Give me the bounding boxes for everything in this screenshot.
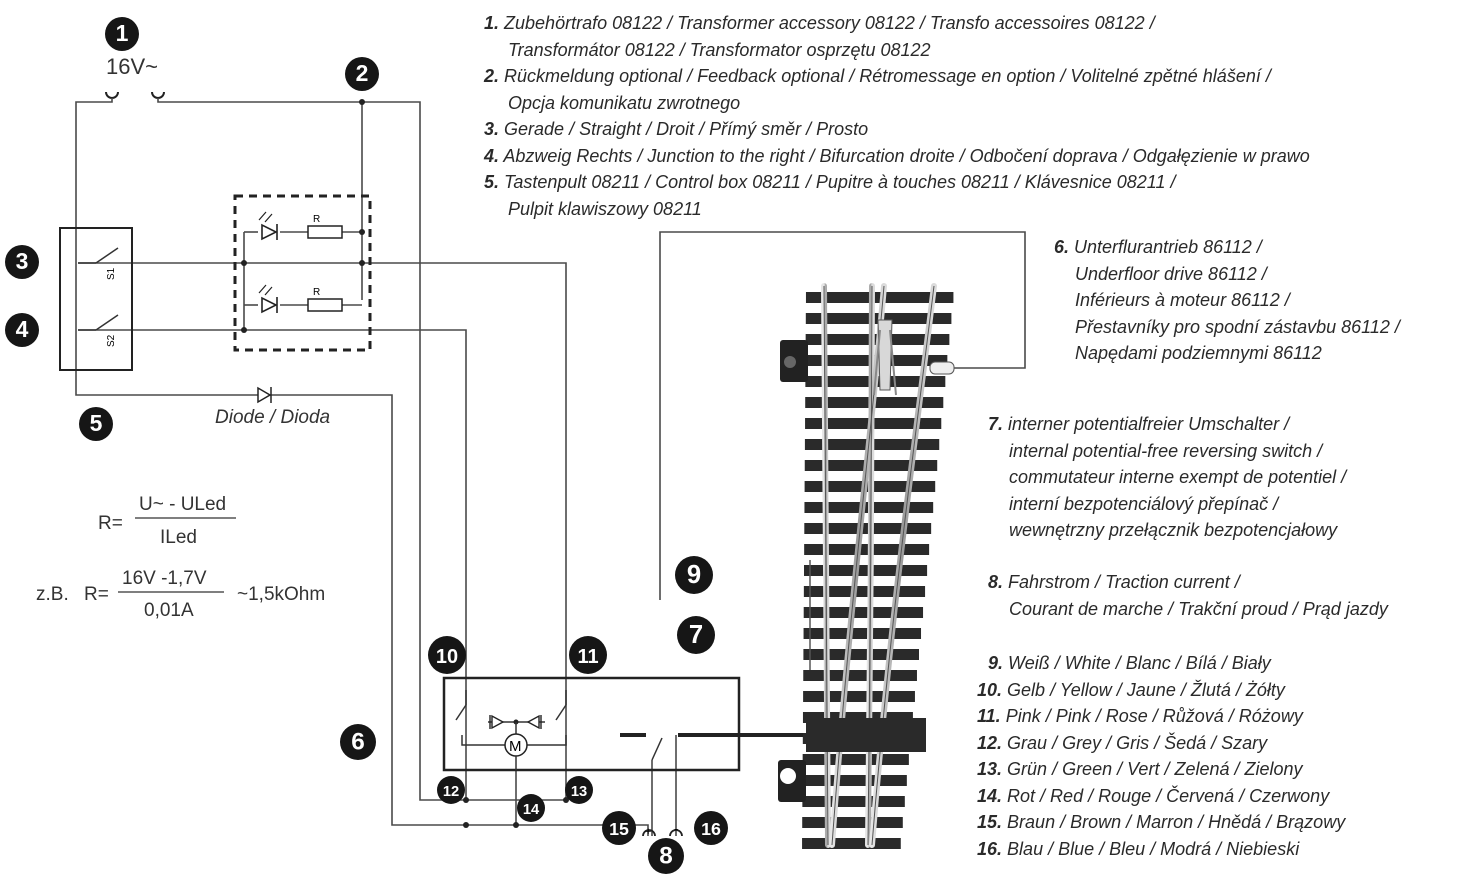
legend-wire-colors: 9. Weiß / White / Blanc / Bílá / Biały 1… bbox=[977, 650, 1345, 862]
legend-item-4: 4. Abzweig Rechts / Junction to the righ… bbox=[484, 145, 1310, 166]
track-sleeper bbox=[803, 628, 922, 639]
example-r: R= bbox=[84, 584, 109, 605]
track-sleeper bbox=[804, 565, 928, 576]
track-sleeper bbox=[803, 649, 919, 660]
legend-item-5: 5. Tastenpult 08211 / Control box 08211 … bbox=[484, 172, 1176, 192]
svg-text:15: 15 bbox=[609, 819, 629, 839]
color-item-13: 13. Grün / Green / Vert / Zelená / Zielo… bbox=[977, 759, 1303, 779]
legend-item-7: 7. interner potentialfreier Umschalter /… bbox=[988, 414, 1347, 540]
formula-denominator: ILed bbox=[160, 527, 197, 548]
badge-10: 10 bbox=[428, 636, 466, 674]
legend-item-2: 2. Rückmeldung optional / Feedback optio… bbox=[484, 66, 1271, 86]
track-sleeper bbox=[802, 796, 905, 807]
badge-3: 3 bbox=[5, 245, 39, 279]
traction-sockets: + - bbox=[642, 821, 683, 838]
control-box: S1 S2 bbox=[59, 227, 133, 371]
minus-sign: - bbox=[674, 821, 678, 836]
svg-text:14: 14 bbox=[523, 802, 540, 818]
diode-symbol bbox=[257, 386, 272, 404]
color-item-15: 15. Braun / Brown / Marron / Hnědá / Brą… bbox=[977, 812, 1346, 832]
track-sleeper bbox=[804, 523, 932, 534]
resistor-2-label: R bbox=[313, 287, 320, 298]
svg-text:8: 8 bbox=[659, 843, 673, 870]
track-sleeper bbox=[803, 607, 924, 618]
svg-text:10: 10 bbox=[436, 646, 458, 668]
badge-16: 16 bbox=[694, 811, 728, 845]
feedback-module: R R bbox=[233, 194, 372, 352]
svg-text:11: 11 bbox=[577, 646, 598, 668]
example-numerator: 16V -1,7V bbox=[122, 568, 207, 589]
color-item-12: 12. Grau / Grey / Gris / Šedá / Szary bbox=[977, 732, 1268, 753]
svg-text:13: 13 bbox=[571, 784, 587, 800]
legend-item-8: 8. Fahrstrom / Traction current / Couran… bbox=[988, 572, 1388, 619]
track-sleeper bbox=[802, 775, 907, 786]
voltage-label: 16V~ bbox=[106, 54, 158, 79]
formula-r: R= bbox=[98, 513, 123, 534]
s1-label: S1 bbox=[106, 267, 117, 280]
legend-item-6: 6. Unterflurantrieb 86112 / Underfloor d… bbox=[1054, 237, 1400, 363]
track-sleeper bbox=[803, 691, 915, 702]
legend-item-1: 1. Zubehörtrafo 08122 / Transformer acce… bbox=[484, 13, 1155, 33]
badge-2: 2 bbox=[345, 57, 379, 91]
motor-label: M bbox=[509, 738, 522, 755]
track-sleeper bbox=[805, 292, 954, 303]
turnout-track bbox=[778, 283, 955, 849]
junction-dots bbox=[241, 99, 569, 828]
badge-9: 9 bbox=[675, 556, 713, 594]
track-sleeper bbox=[803, 586, 926, 597]
s2-label: S2 bbox=[106, 334, 117, 347]
resistor-1-label: R bbox=[313, 214, 320, 225]
badge-8: 8 bbox=[648, 838, 684, 874]
svg-text:3: 3 bbox=[16, 248, 29, 274]
color-item-11: 11. Pink / Pink / Rose / Růžová / Różowy bbox=[977, 706, 1303, 726]
example-prefix: z.B. bbox=[36, 584, 69, 605]
track-sleeper bbox=[802, 817, 903, 828]
badge-7: 7 bbox=[677, 616, 715, 654]
badge-12: 12 bbox=[437, 776, 465, 804]
color-item-9: 9. Weiß / White / Blanc / Bílá / Biały bbox=[988, 653, 1271, 673]
badge-6: 6 bbox=[340, 724, 376, 760]
svg-text:12: 12 bbox=[443, 784, 459, 800]
svg-text:9: 9 bbox=[687, 561, 701, 589]
svg-text:1: 1 bbox=[116, 20, 129, 46]
badge-1: 1 bbox=[105, 17, 139, 51]
example-result: ~1,5kOhm bbox=[237, 584, 325, 605]
svg-text:2: 2 bbox=[356, 60, 369, 86]
badge-14: 14 bbox=[517, 794, 545, 822]
formula-numerator: U~ - ULed bbox=[139, 494, 226, 515]
color-item-14: 14. Rot / Red / Rouge / Červená / Czerwo… bbox=[977, 785, 1330, 806]
wiring bbox=[75, 91, 1026, 836]
resistor-formula: R= U~ - ULed ILed z.B. R= 16V -1,7V 0,01… bbox=[36, 494, 325, 621]
badge-15: 15 bbox=[602, 811, 636, 845]
track-sleeper bbox=[802, 712, 913, 723]
legend-top: 1. Zubehörtrafo 08122 / Transformer acce… bbox=[484, 10, 1310, 222]
color-item-10: 10. Gelb / Yellow / Jaune / Žlutá / Żółt… bbox=[977, 679, 1285, 700]
track-sleeper bbox=[802, 838, 901, 849]
color-item-16: 16. Blau / Blue / Bleu / Modrá / Niebies… bbox=[977, 838, 1300, 859]
svg-text:5: 5 bbox=[90, 410, 103, 436]
badge-13: 13 bbox=[565, 776, 593, 804]
badge-4: 4 bbox=[5, 313, 39, 347]
svg-text:7: 7 bbox=[689, 621, 703, 649]
badge-5: 5 bbox=[79, 407, 113, 441]
plus-sign: + bbox=[645, 826, 651, 838]
svg-text:16: 16 bbox=[701, 819, 721, 839]
diode-label: Diode / Dioda bbox=[215, 407, 330, 428]
drive-box: M bbox=[442, 676, 810, 772]
legend-item-3: 3. Gerade / Straight / Droit / Přímý smě… bbox=[484, 119, 869, 139]
svg-text:4: 4 bbox=[16, 316, 29, 342]
track-sleeper bbox=[804, 544, 930, 555]
track-sleeper bbox=[803, 670, 917, 681]
badge-11: 11 bbox=[569, 636, 607, 674]
example-denominator: 0,01A bbox=[144, 600, 194, 621]
svg-text:6: 6 bbox=[351, 729, 365, 756]
track-sleeper bbox=[802, 754, 909, 765]
